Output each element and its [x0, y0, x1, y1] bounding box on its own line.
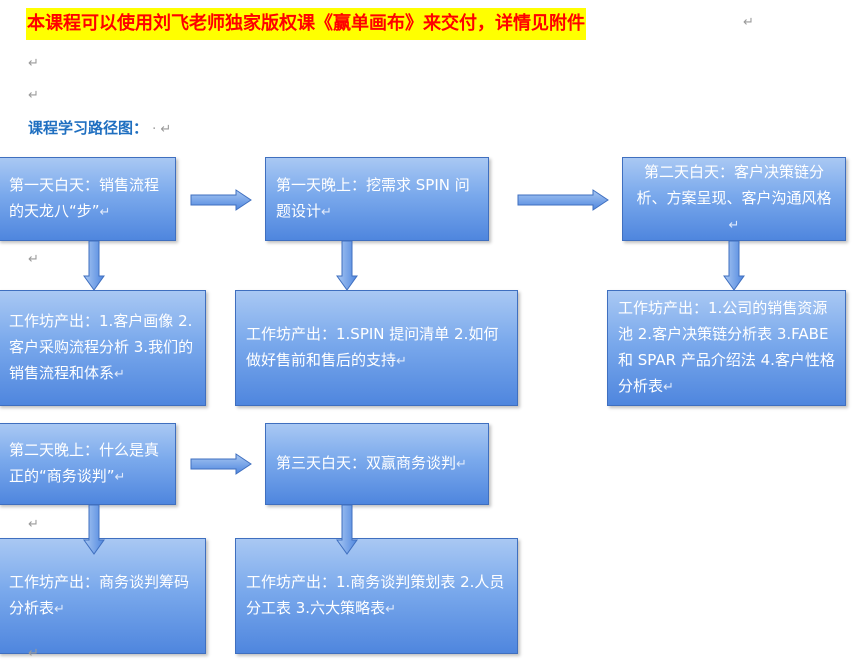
section-title-text: 课程学习路径图：: [28, 119, 149, 137]
stage-box-day3-day: 第三天白天：双赢商务谈判↵: [265, 423, 489, 505]
stage-text: 第二天晚上：什么是真正的“商务谈判”↵: [9, 441, 160, 485]
down-arrow-icon: [83, 241, 105, 291]
output-box-day1-day: 工作坊产出：1.客户画像 2.客户采购流程分析 3.我们的销售流程和体系↵: [0, 290, 206, 406]
output-text: 工作坊产出：1.SPIN 提问清单 2.如何做好售前和售后的支持↵: [246, 325, 499, 369]
output-box-day2-night: 工作坊产出：商务谈判筹码分析表↵: [0, 538, 206, 654]
stage-text: 第三天白天：双赢商务谈判↵: [276, 454, 467, 472]
down-arrow-icon: [83, 505, 105, 555]
down-arrow-icon: [723, 241, 745, 291]
output-text: 工作坊产出：1.公司的销售资源池 2.客户决策链分析表 3.FABE 和 SPA…: [618, 299, 835, 395]
paragraph-mark-icon: ↵: [28, 56, 39, 71]
stage-text: 第二天白天：客户决策链分析、方案呈现、客户沟通风格↵: [636, 163, 832, 233]
headline-notice: 本课程可以使用刘飞老师独家版权课《赢单画布》来交付，详情见附件: [26, 8, 586, 40]
down-arrow-icon: [336, 241, 358, 291]
section-title: 课程学习路径图： · ↵: [28, 116, 171, 140]
paragraph-mark-icon: ↵: [28, 252, 39, 267]
stage-box-day2-night: 第二天晚上：什么是真正的“商务谈判”↵: [0, 423, 176, 505]
stage-box-day2-day: 第二天白天：客户决策链分析、方案呈现、客户沟通风格↵: [622, 157, 846, 241]
output-box-day1-night: 工作坊产出：1.SPIN 提问清单 2.如何做好售前和售后的支持↵: [235, 290, 518, 406]
output-text: 工作坊产出：1.商务谈判策划表 2.人员分工表 3.六大策略表↵: [246, 573, 505, 617]
stage-text: 第一天白天：销售流程的天龙八“步”↵: [9, 176, 160, 220]
right-arrow-icon: [517, 189, 609, 211]
output-box-day3-day: 工作坊产出：1.商务谈判策划表 2.人员分工表 3.六大策略表↵: [235, 538, 518, 654]
stage-box-day1-night: 第一天晚上：挖需求 SPIN 问题设计↵: [265, 157, 489, 241]
stage-box-day1-day: 第一天白天：销售流程的天龙八“步”↵: [0, 157, 176, 241]
paragraph-mark-icon: · ↵: [148, 122, 172, 137]
stage-text: 第一天晚上：挖需求 SPIN 问题设计↵: [276, 176, 470, 220]
paragraph-mark-icon: ↵: [743, 15, 754, 30]
down-arrow-icon: [336, 505, 358, 555]
output-text: 工作坊产出：商务谈判筹码分析表↵: [9, 573, 190, 617]
right-arrow-icon: [190, 453, 252, 475]
output-box-day2-day: 工作坊产出：1.公司的销售资源池 2.客户决策链分析表 3.FABE 和 SPA…: [607, 290, 846, 406]
output-text: 工作坊产出：1.客户画像 2.客户采购流程分析 3.我们的销售流程和体系↵: [9, 312, 194, 382]
right-arrow-icon: [190, 189, 252, 211]
paragraph-mark-icon: ↵: [28, 646, 39, 661]
paragraph-mark-icon: ↵: [28, 517, 39, 532]
paragraph-mark-icon: ↵: [28, 88, 39, 103]
